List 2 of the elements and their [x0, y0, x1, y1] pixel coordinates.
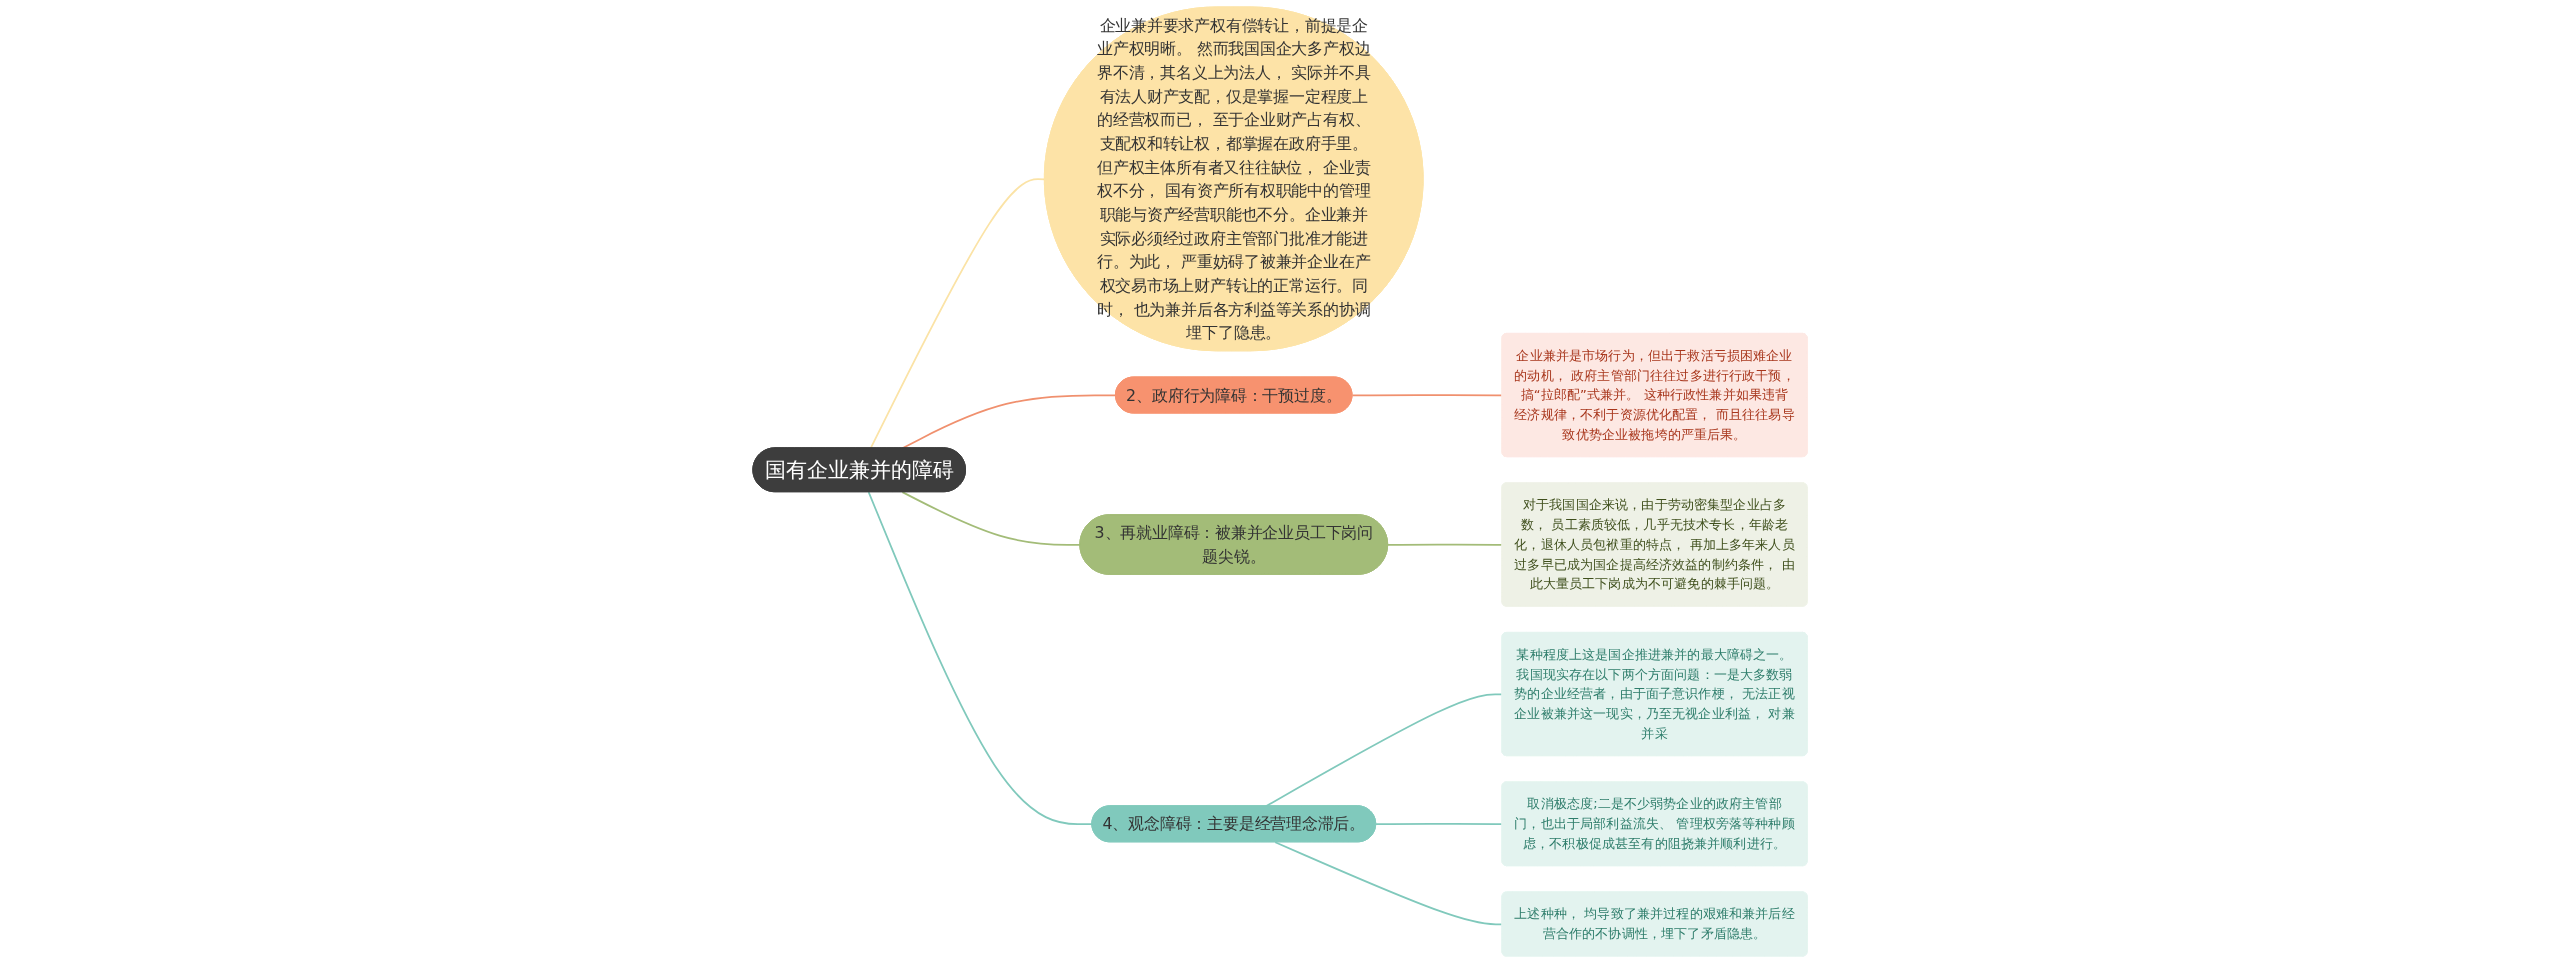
connector [867, 491, 1094, 826]
connector [901, 491, 1082, 546]
